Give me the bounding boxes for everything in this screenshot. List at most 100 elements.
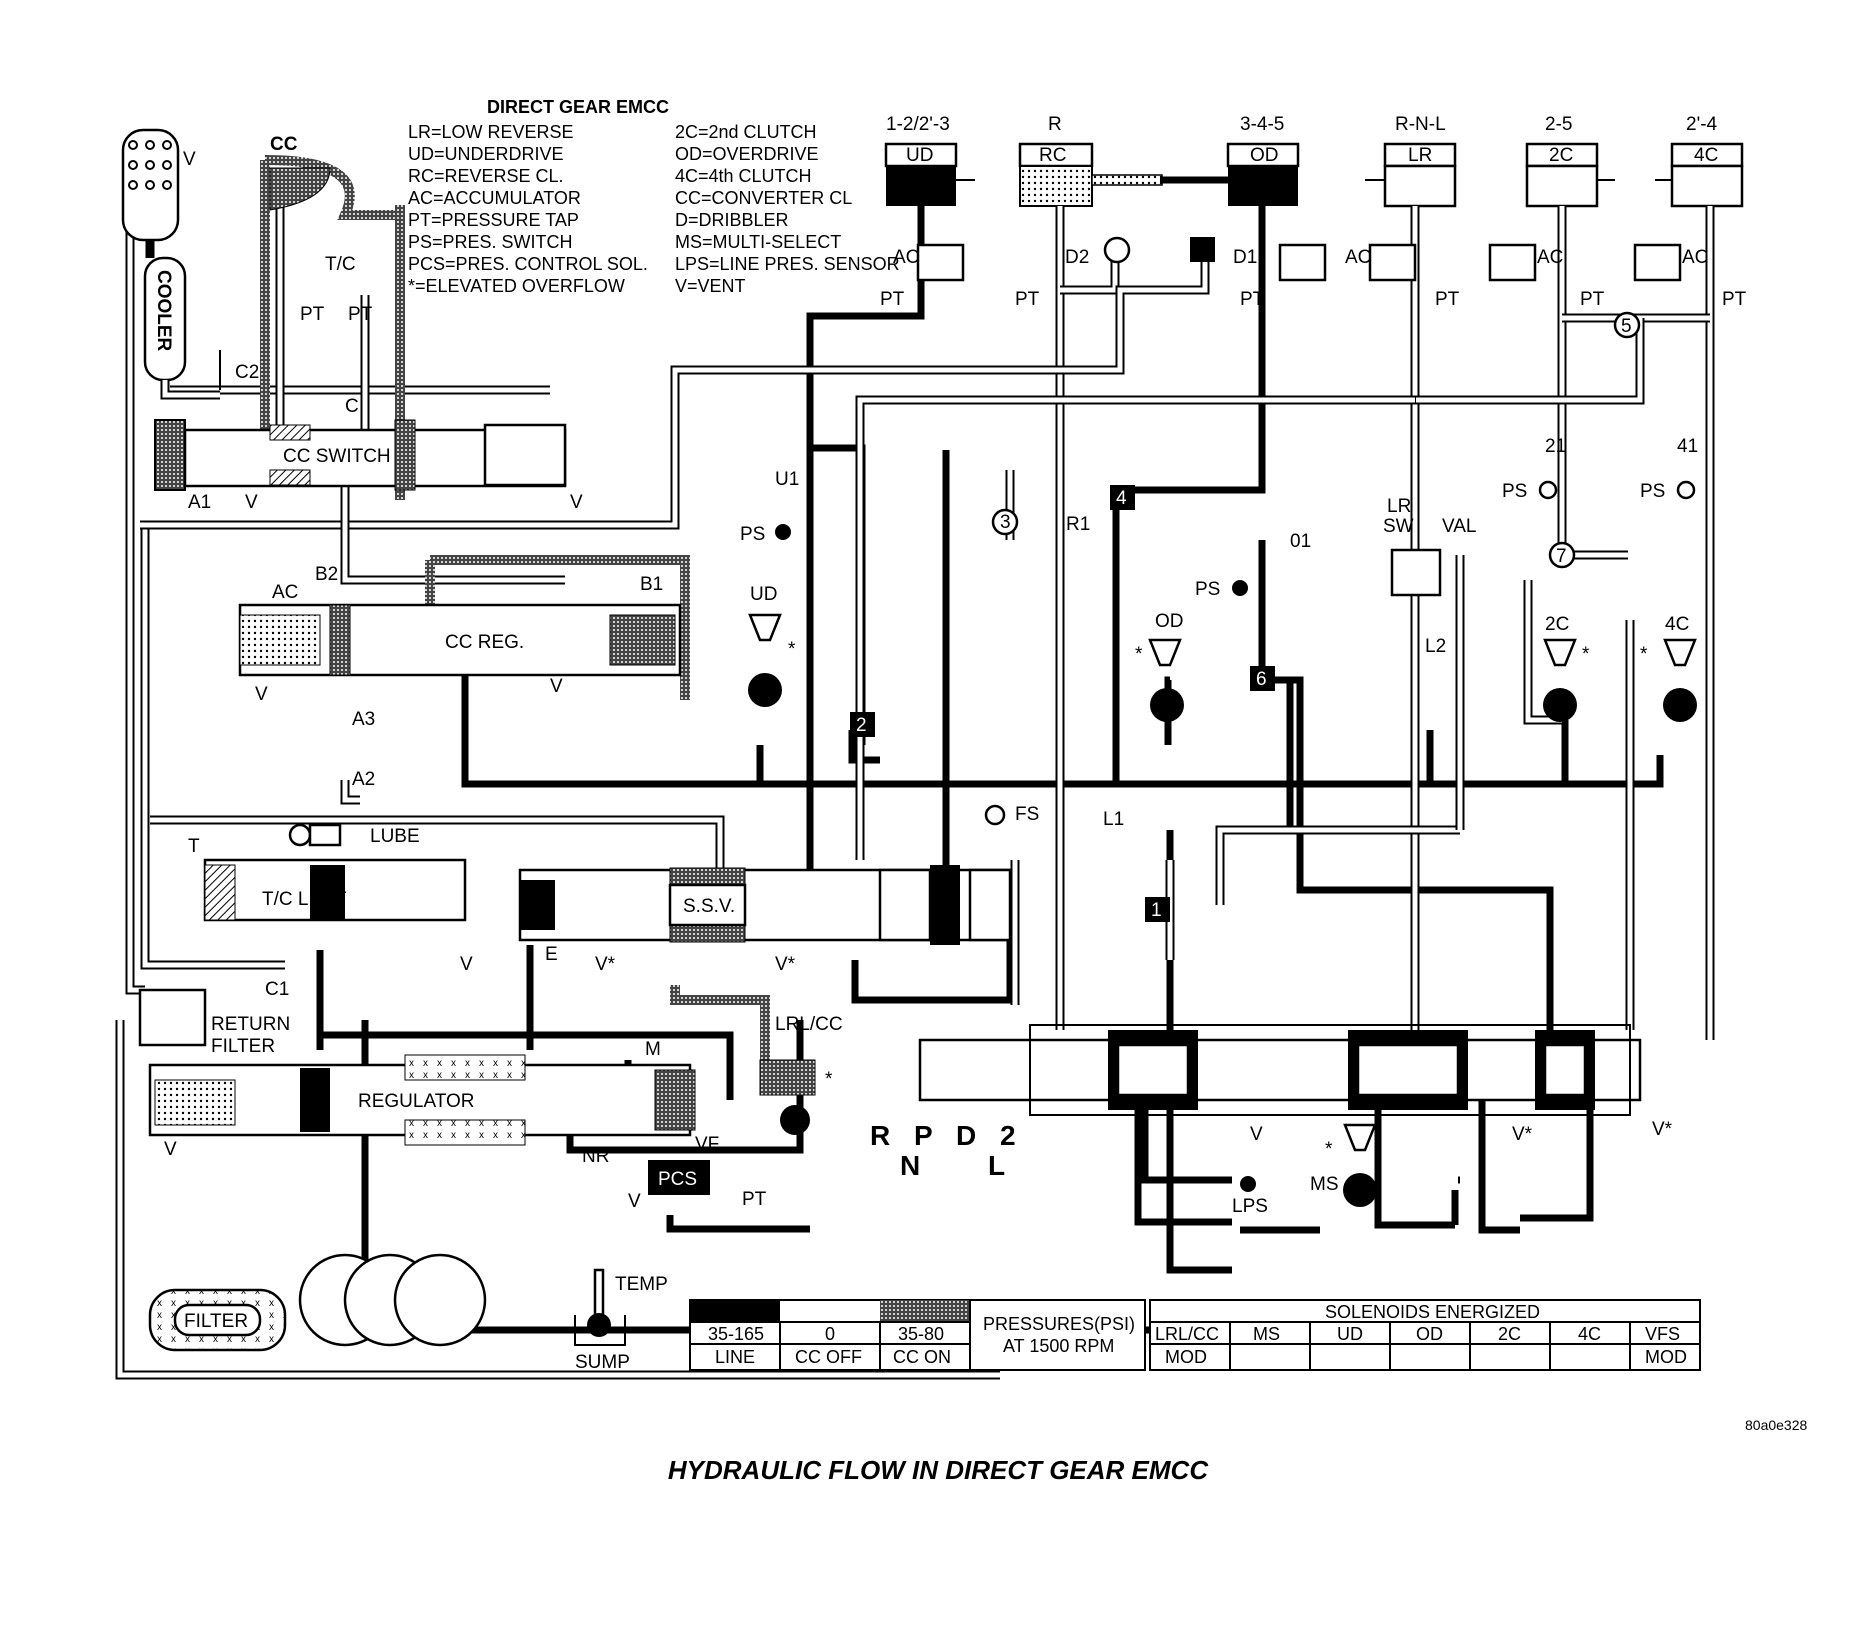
check-ball-3: 3: [1000, 512, 1011, 533]
figure-code: 80a0e328: [1745, 1417, 1808, 1433]
cc-switch-label: CC SWITCH: [283, 446, 391, 467]
t-label: T: [188, 836, 200, 857]
solenoid-column: UD: [1337, 1324, 1363, 1344]
ssv-valve: S.S.V. E V* V*: [518, 865, 1012, 975]
gear-label: R: [1048, 114, 1062, 135]
return-filter: RETURN FILTER: [138, 988, 290, 1057]
legend-item: V=VENT: [675, 276, 746, 296]
pt-label: PT: [1240, 289, 1265, 310]
4c-side: AC PT 41 PS 4C *: [1633, 243, 1747, 722]
legend-item: CC=CONVERTER CL: [675, 188, 852, 208]
c-label: C: [345, 396, 359, 417]
b1-label: B1: [640, 574, 663, 595]
2c-label: 2C: [1545, 614, 1569, 635]
clutch-name: LR: [1408, 145, 1432, 166]
c1-label: C1: [265, 979, 289, 1000]
vf-label: VF: [695, 1134, 719, 1155]
shift-top: R P D 2: [870, 1120, 1024, 1151]
sw-label: SW: [1383, 516, 1414, 537]
vent-label: V: [460, 954, 473, 975]
2c-side: AC PT 21 PS 7 2C * 5: [1488, 243, 1641, 722]
legend-item: UD=UNDERDRIVE: [408, 144, 564, 164]
pressure-name: LINE: [715, 1347, 755, 1367]
clutch-name: 4C: [1694, 145, 1718, 166]
vent-label: V*: [595, 954, 616, 975]
cc-reg-valve: CC REG. AC B2 B1 V V A3 A2: [238, 564, 682, 790]
clutch-od: 3-4-5 OD: [1160, 114, 1300, 206]
solenoid-table: SOLENOIDS ENERGIZED LRL/CC MS UD OD 2C 4…: [1149, 1299, 1701, 1371]
regulator-label: REGULATOR: [358, 1091, 475, 1112]
gear-label: 1-2/2'-3: [886, 114, 950, 135]
vent-label: V: [245, 492, 258, 513]
manual-valve: V V* V*: [918, 1024, 1673, 1145]
solenoid-column: 2C: [1498, 1324, 1521, 1344]
solenoid-column: LRL/CC: [1155, 1324, 1219, 1344]
ac-label: AC: [1682, 247, 1708, 268]
pt-label: PT: [1580, 289, 1605, 310]
return-label: RETURN: [211, 1014, 290, 1035]
vent-label: V: [628, 1191, 641, 1212]
legend-item: LR=LOW REVERSE: [408, 122, 574, 142]
fs-switch: FS L1: [984, 804, 1124, 830]
torque-converter: CC T/C PT PT: [269, 134, 373, 325]
ac-label: AC: [1345, 247, 1371, 268]
clutch-4c: 2'-4 4C: [1655, 114, 1744, 208]
clutch-name: 2C: [1549, 145, 1573, 166]
e-label: E: [545, 944, 558, 965]
legend-title: DIRECT GEAR EMCC: [487, 97, 669, 117]
c2-label: C2: [235, 362, 259, 383]
ms-label: MS: [1310, 1174, 1339, 1195]
ac-label: AC: [1537, 247, 1563, 268]
legend-item: *=ELEVATED OVERFLOW: [408, 276, 625, 296]
ps-label: PS: [1640, 481, 1665, 502]
check-ball-5: 5: [1621, 316, 1632, 337]
tc-limit-valve: T T/C LIMIT LUBE V C1: [188, 823, 473, 1000]
open-passages: [115, 185, 1715, 1380]
lrcc-label: LRL/CC: [775, 1014, 843, 1035]
clutch-name: OD: [1250, 145, 1279, 166]
star: *: [1135, 644, 1143, 665]
legend-item: PS=PRES. SWITCH: [408, 232, 573, 252]
cooler-label: COOLER: [153, 270, 174, 352]
pressure-name: CC OFF: [795, 1347, 862, 1367]
lrcc-solenoid: LRL/CC *: [759, 1014, 843, 1135]
star: *: [788, 639, 796, 660]
gear-label: 3-4-5: [1240, 114, 1284, 135]
vent-label: V: [183, 149, 196, 170]
legend-item: LPS=LINE PRES. SENSOR: [675, 254, 900, 274]
d2-label: D2: [1065, 247, 1089, 268]
cc-reg-label: CC REG.: [445, 632, 524, 653]
pt-label: PT: [1722, 289, 1747, 310]
temp-sensor: TEMP SUMP: [574, 1268, 668, 1373]
star: *: [1640, 644, 1648, 665]
pressure-subtitle: AT 1500 RPM: [1003, 1336, 1114, 1356]
clutch-lr: R-N-L LR: [1365, 114, 1457, 208]
vent-label: V: [255, 684, 268, 705]
clutch-name: UD: [906, 145, 933, 166]
ud-label: UD: [750, 584, 777, 605]
lr-label: LR: [1387, 496, 1411, 517]
temp-label: TEMP: [615, 1274, 668, 1295]
legend-item: MS=MULTI-SELECT: [675, 232, 841, 252]
lube-label: LUBE: [370, 826, 420, 847]
pt-label: PT: [348, 304, 373, 325]
vent-label: V*: [775, 954, 796, 975]
check-ball-1: 1: [1151, 900, 1162, 921]
pcs-label: PCS: [658, 1169, 697, 1190]
gear-label: 2'-4: [1686, 114, 1718, 135]
solenoid-value: MOD: [1645, 1347, 1687, 1367]
a2-label: A2: [352, 769, 375, 790]
legend: DIRECT GEAR EMCC LR=LOW REVERSE UD=UNDER…: [408, 97, 900, 296]
u1-label: U1: [775, 469, 799, 490]
star: *: [825, 1069, 833, 1090]
star: *: [1582, 644, 1590, 665]
cc-switch-valve: CC SWITCH C A1 V V: [154, 396, 583, 513]
d1-label: D1: [1233, 247, 1257, 268]
pressure-value: 0: [825, 1324, 835, 1344]
legend-item: 4C=4th CLUTCH: [675, 166, 812, 186]
filter-label: FILTER: [211, 1036, 275, 1057]
o1-label: 01: [1290, 531, 1311, 552]
vent-label: V*: [1652, 1119, 1673, 1140]
solenoid-title: SOLENOIDS ENERGIZED: [1325, 1302, 1540, 1322]
